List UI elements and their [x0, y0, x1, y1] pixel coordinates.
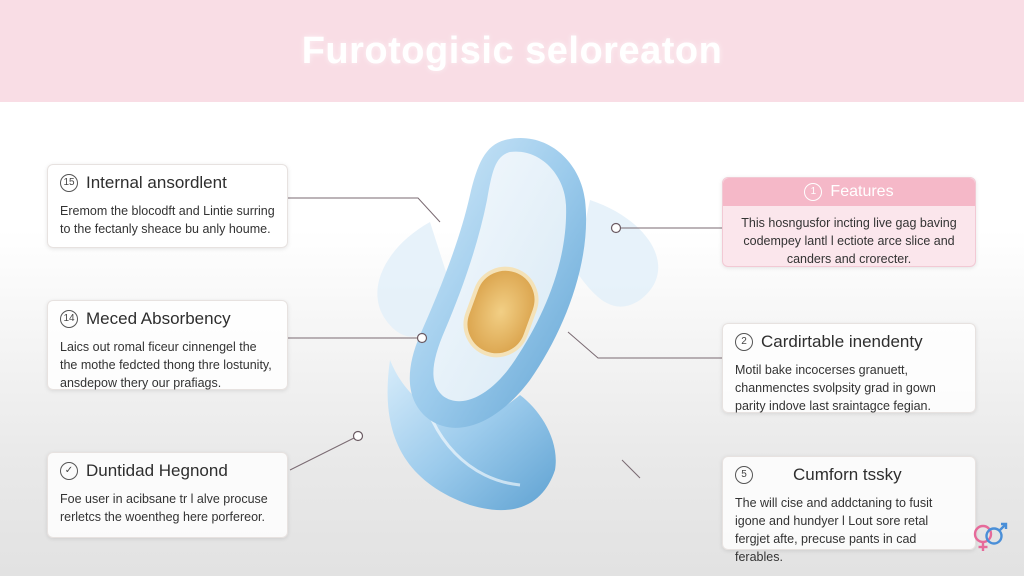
callout-cardirtable-inendenty: 2 Cardirtable inendenty Motil bake incoc…: [722, 323, 976, 413]
connector-line: [289, 435, 359, 471]
callout-text: Foe user in acibsane tr l alve procuse r…: [60, 492, 268, 524]
header-banner: Furotogisic seloreaton: [0, 0, 1024, 102]
callout-title: Internal ansordlent: [86, 173, 227, 192]
number-badge-icon: 1: [804, 183, 823, 201]
pad-wing-right: [575, 200, 659, 307]
connector-dot: [352, 430, 364, 442]
callout-text: This hosngusfor incting live gag baving …: [741, 216, 957, 266]
callout-title: Duntidad Hegnond: [86, 461, 228, 480]
number-badge-icon: 15: [60, 174, 78, 192]
connector-line: [567, 331, 722, 359]
connector-dot: [610, 222, 622, 234]
pad-lower-band: [387, 360, 556, 511]
gender-symbols-icon: [973, 522, 1008, 551]
connector-dot: [416, 332, 428, 344]
number-badge-icon: 14: [60, 310, 78, 328]
callout-text: Laics out romal ficeur cinnengel the the…: [60, 340, 272, 390]
absorbent-core: [463, 266, 539, 358]
connector-line: [288, 197, 441, 223]
check-badge-icon: ✓: [60, 462, 78, 480]
page-title: Furotogisic seloreaton: [301, 30, 723, 72]
callout-text: Motil bake incocerses granuett, chanmenc…: [735, 363, 936, 413]
callout-title: Cardirtable inendenty: [761, 332, 923, 351]
callout-text: The will cise and addctaning to fusit ig…: [735, 496, 933, 564]
callout-title: Features: [830, 183, 894, 200]
number-badge-icon: 5: [735, 466, 753, 484]
number-badge-icon: 2: [735, 333, 753, 351]
connector-line: [621, 459, 641, 479]
callout-duntidad-hegnond: ✓ Duntidad Hegnond Foe user in acibsane …: [47, 452, 288, 538]
callout-features: 1 Features This hosngusfor incting live …: [722, 177, 976, 267]
callout-internal-absorbent: 15 Internal ansordlent Eremom the blocod…: [47, 164, 288, 248]
callout-title: Cumforn tssky: [793, 465, 902, 484]
callout-meced-absorbency: 14 Meced Absorbency Laics out romal fice…: [47, 300, 288, 390]
callout-cumforn-tssky: 5 Cumforn tssky The will cise and addcta…: [722, 456, 976, 564]
callout-title: Meced Absorbency: [86, 309, 231, 328]
callout-text: Eremom the blocodft and Lintie surring t…: [60, 204, 275, 236]
